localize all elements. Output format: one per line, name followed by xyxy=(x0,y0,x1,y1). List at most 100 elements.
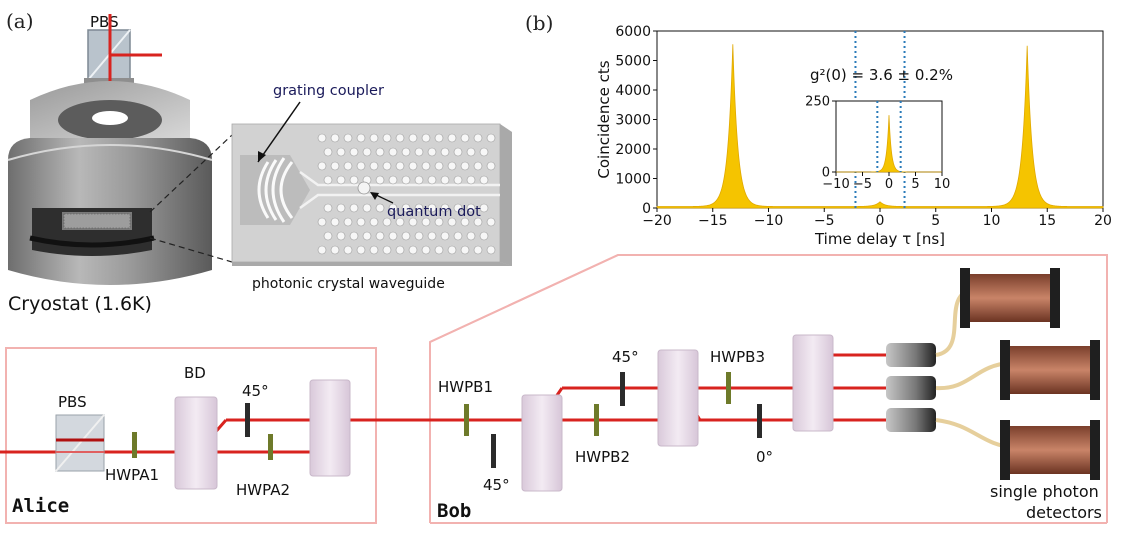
y-tick-label: 3000 xyxy=(615,112,651,128)
pc-hole xyxy=(375,231,385,241)
photonic-crystal-chip xyxy=(231,123,512,266)
y-tick-label: 6000 xyxy=(615,24,651,40)
histogram-area xyxy=(836,115,942,173)
pc-hole xyxy=(330,133,340,143)
pc-hole xyxy=(427,147,437,157)
zoom-line-bottom xyxy=(149,237,233,263)
cryostat-body xyxy=(7,81,213,285)
detectors-label-line1: single photon xyxy=(990,482,1099,501)
bob-label: Bob xyxy=(437,500,471,522)
pc-hole xyxy=(486,161,496,171)
grating-arrow xyxy=(257,101,301,163)
pc-hole xyxy=(369,245,379,255)
pc-hole xyxy=(356,161,366,171)
x-tick-label: 10 xyxy=(934,177,951,192)
pc-hole xyxy=(356,245,366,255)
x-tick-label: 20 xyxy=(1094,213,1112,229)
pc-hole xyxy=(349,203,359,213)
hwpb1-plate xyxy=(464,404,469,436)
pc-hole xyxy=(434,217,444,227)
alice-pbs-label: PBS xyxy=(58,393,87,411)
pc-hole xyxy=(473,217,483,227)
pc-hole xyxy=(447,161,457,171)
cryostat-label: Cryostat (1.6K) xyxy=(8,293,152,315)
bob-0-plate xyxy=(757,404,762,438)
pc-hole xyxy=(356,133,366,143)
pc-hole xyxy=(330,217,340,227)
pc-hole xyxy=(440,175,450,185)
pc-hole xyxy=(408,245,418,255)
pc-hole xyxy=(330,245,340,255)
pc-hole xyxy=(395,161,405,171)
optical-setup: PBS HWPA1 BD 45° HWPA2 HWPB1 45° HWPB2 4… xyxy=(0,254,1108,524)
pc-hole xyxy=(421,161,431,171)
quantum-dot-label: quantum dot xyxy=(387,204,481,220)
pc-hole xyxy=(466,175,476,185)
x-tick-label: 15 xyxy=(1038,213,1056,229)
fiber-couplers xyxy=(886,343,936,432)
y-tick-label: 5000 xyxy=(615,53,651,69)
zoom-line-top xyxy=(149,134,233,213)
hwpa1-plate xyxy=(132,432,137,458)
pc-hole xyxy=(453,231,463,241)
x-tick-label: 0 xyxy=(885,177,893,192)
y-tick-label: 1000 xyxy=(615,171,651,187)
x-tick-label: −20 xyxy=(642,213,672,229)
pc-hole xyxy=(427,231,437,241)
panel-a: (a) PBS Cryostat (1.6K) xyxy=(6,9,512,315)
pc-hole xyxy=(323,203,333,213)
hwpa2-plate xyxy=(268,434,273,460)
x-tick-label: −5 xyxy=(853,177,872,192)
pcw-label: photonic crystal waveguide xyxy=(252,276,445,292)
x-axis-label: Time delay τ [ns] xyxy=(814,230,945,248)
y-tick-label: 0 xyxy=(642,201,651,217)
hwpb3-label: HWPB3 xyxy=(710,348,765,366)
pc-hole xyxy=(349,175,359,185)
x-tick-label: 5 xyxy=(931,213,940,229)
pc-hole xyxy=(460,161,470,171)
pc-hole xyxy=(369,133,379,143)
pc-hole xyxy=(466,147,476,157)
beam-displacers xyxy=(174,334,834,492)
pc-hole xyxy=(434,133,444,143)
pc-hole xyxy=(447,245,457,255)
bob-45-plate-1 xyxy=(491,434,496,468)
pc-hole xyxy=(336,147,346,157)
pc-hole xyxy=(336,175,346,185)
pc-hole xyxy=(473,133,483,143)
hwpb3-plate xyxy=(726,372,731,404)
hwpb2-label: HWPB2 xyxy=(575,448,630,466)
pc-hole xyxy=(453,203,463,213)
pc-hole xyxy=(388,147,398,157)
spd-1 xyxy=(960,268,1060,328)
pc-hole xyxy=(362,231,372,241)
pc-hole xyxy=(434,161,444,171)
pc-hole xyxy=(382,217,392,227)
pc-hole xyxy=(453,147,463,157)
pc-hole xyxy=(395,245,405,255)
bob-angle-label-2: 45° xyxy=(612,348,639,366)
pc-hole xyxy=(414,203,424,213)
pc-hole xyxy=(317,245,327,255)
pc-hole xyxy=(486,217,496,227)
pc-hole xyxy=(382,161,392,171)
pc-hole xyxy=(343,217,353,227)
pc-hole xyxy=(479,147,489,157)
pc-hole xyxy=(466,203,476,213)
pc-hole xyxy=(375,203,385,213)
g2-annotation: g²(0) = 3.6 ± 0.2% xyxy=(810,66,953,84)
pc-hole xyxy=(427,203,437,213)
pc-hole xyxy=(421,245,431,255)
pc-hole xyxy=(317,217,327,227)
panel-b-tag: (b) xyxy=(525,11,553,35)
photonic-crystal-holes xyxy=(317,133,496,255)
spd-2 xyxy=(1000,340,1100,400)
alice-45-plate xyxy=(245,403,250,437)
quantum-dot-marker xyxy=(357,181,371,195)
pc-hole xyxy=(388,203,398,213)
pc-hole xyxy=(349,231,359,241)
pc-hole xyxy=(447,133,457,143)
pc-hole xyxy=(388,175,398,185)
panel-a-tag: (a) xyxy=(6,9,34,33)
